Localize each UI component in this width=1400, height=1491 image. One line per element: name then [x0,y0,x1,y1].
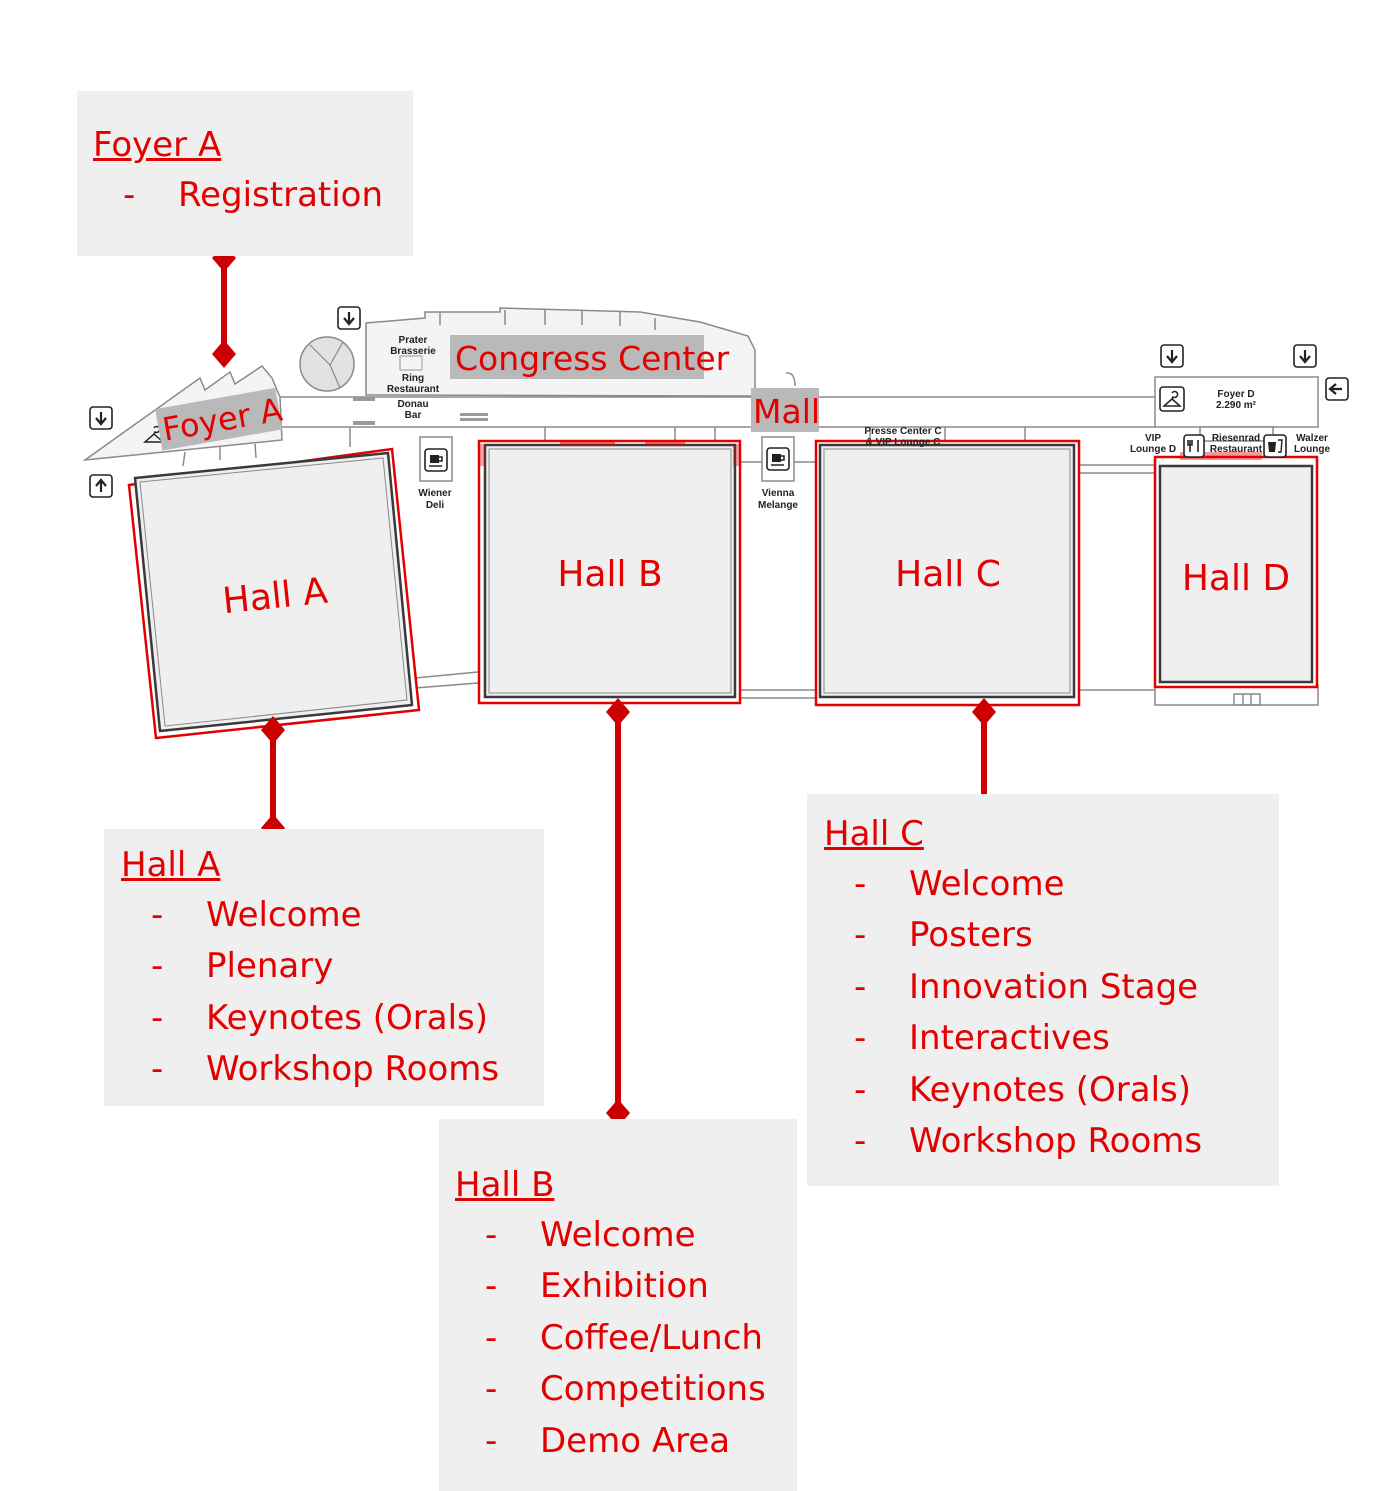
list-item: -Keynotes (Orals) [151,997,489,1038]
hall-a-connector [261,716,285,842]
walzer-label: Walzer [1296,433,1328,444]
arrow-down-icon [1160,344,1184,368]
arrow-up-icon [89,474,113,498]
foyer-a-map-label: Foyer A [155,387,285,451]
melange-label: Melange [758,500,798,511]
deli-label: Deli [426,500,445,511]
foyer-a-info-box: Foyer A -Registration [77,91,413,256]
hall-a-item-list: -Welcome -Plenary -Keynotes (Orals) -Wor… [121,890,544,1096]
list-item: -Plenary [151,946,334,987]
list-item: -Coffee/Lunch [485,1317,763,1358]
list-item: -Registration [123,174,384,215]
list-item: -Workshop Rooms [854,1121,1203,1162]
hall-b-connector [606,698,630,1127]
list-item: -Welcome [151,894,362,935]
svg-text:Mall: Mall [753,392,820,431]
hall-b-room [477,439,742,705]
hall-a-box-title: Hall A [121,845,221,885]
lounge-d-label: Lounge D [1130,444,1176,455]
arrow-left-icon [1325,377,1349,401]
walzer-lounge-label: Lounge [1294,444,1331,455]
list-item: -Posters [854,915,1033,956]
brasserie-round-room [299,336,355,392]
list-item: -Interactives [854,1018,1110,1059]
arrow-down-icon [89,406,113,430]
coffee-cup-icon [766,447,790,471]
hall-b-map-label: Hall B [557,554,662,595]
svg-text:Congress Center: Congress Center [455,339,730,378]
list-item: -Innovation Stage [854,966,1199,1007]
list-item: -Workshop Rooms [151,1049,500,1090]
riesenrad-restaurant-label: Restaurant [1210,444,1263,455]
prater-label: Prater [399,335,428,346]
vienna-label: Vienna [762,488,795,499]
ring-label: Ring [402,373,424,384]
foyer-a-connector [212,244,236,368]
list-item: -Keynotes (Orals) [854,1069,1192,1110]
vip-lounge-c-label: & VIP Lounge C [866,437,941,448]
bench-marks [353,355,488,425]
hall-c-item-list: -Welcome -Posters -Innovation Stage -Int… [824,859,1279,1168]
list-item: -Welcome [854,863,1065,904]
riesenrad-label: Riesenrad [1212,433,1260,444]
list-item: -Demo Area [485,1420,731,1461]
drink-icon [1263,434,1287,458]
foyer-d-area-label: 2.290 m² [1216,400,1257,411]
hall-a-room [127,447,421,740]
foyer-a-item-list: -Registration [93,170,413,222]
hall-c-map-label: Hall C [895,554,1001,595]
coat-hanger-icon [143,425,165,443]
wiener-label: Wiener [418,488,451,499]
presse-center-label: Presse Center C [864,426,941,437]
list-item: -Competitions [485,1369,766,1410]
hall-c-room [814,439,1081,707]
cutlery-icon [1183,434,1205,458]
floor-plan-labels: Prater Brasserie Ring Restaurant Donau B… [387,335,1331,511]
foyer-d-label: Foyer D [1217,389,1254,400]
hall-b-item-list: -Welcome -Exhibition -Coffee/Lunch -Comp… [455,1210,797,1468]
list-item: -Welcome [485,1214,696,1255]
vip-label: VIP [1145,433,1161,444]
congress-center-label: Congress Center [450,335,730,379]
hall-d-map-label: Hall D [1182,558,1290,599]
foyer-a-box-title: Foyer A [93,125,222,165]
hall-b-box-title: Hall B [455,1165,555,1205]
arrow-down-icon [1293,344,1317,368]
mall-label: Mall [751,388,820,432]
hall-d-room [1153,452,1319,689]
donau-label: Donau [397,399,428,410]
hall-b-info-box: Hall B -Welcome -Exhibition -Coffee/Lunc… [439,1119,797,1491]
mall-corridor [278,372,1155,699]
ring-restaurant-label: Restaurant [387,384,440,395]
arrow-down-icon [337,306,361,330]
coffee-cup-icon [424,448,448,472]
hall-a-info-box: Hall A -Welcome -Plenary -Keynotes (Oral… [104,829,544,1106]
coat-hanger-icon [1159,386,1185,412]
bar-label: Bar [405,410,422,421]
brasserie-label: Brasserie [390,346,436,357]
hall-c-box-title: Hall C [824,814,924,854]
list-item: -Exhibition [485,1266,709,1307]
hall-c-info-box: Hall C -Welcome -Posters -Innovation Sta… [807,794,1279,1186]
